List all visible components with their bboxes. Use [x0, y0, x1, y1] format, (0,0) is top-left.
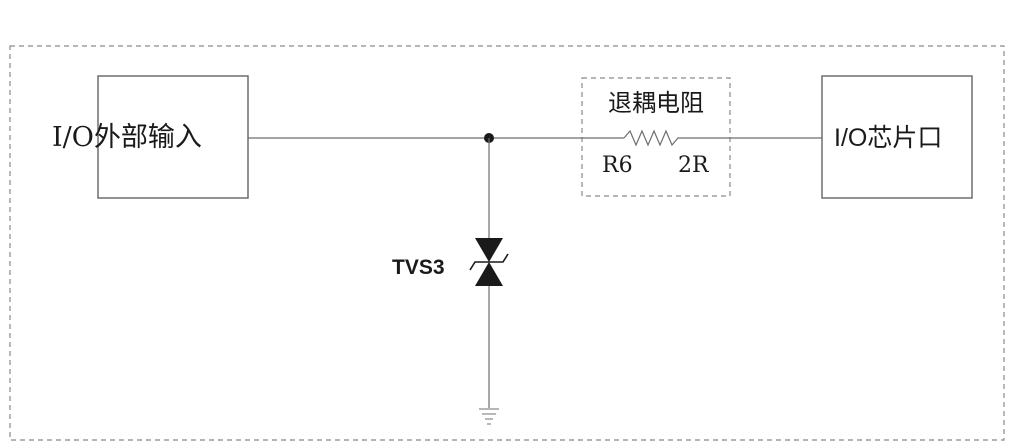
resistor-designator: R6: [602, 153, 633, 178]
tvs-bar: [469, 253, 509, 271]
decoupling-resistor-title: 退耦电阻: [608, 89, 704, 117]
resistor-value: 2R: [678, 153, 709, 178]
decoupling-resistor-group-frame: [581, 77, 731, 197]
input-block-label: I/O外部输入: [52, 122, 202, 153]
input-block-box: [97, 75, 249, 199]
tvs-triangle-bottom: [475, 262, 503, 286]
outer-dashed-frame: [9, 45, 1005, 441]
tvs-triangle-top: [475, 238, 503, 262]
output-block-label: I/O芯片口: [834, 124, 943, 152]
resistor-r6-symbol: [623, 129, 690, 147]
output-block-box: [821, 75, 973, 199]
ground-icon: [479, 408, 499, 425]
tvs-label: TVS3: [392, 256, 445, 279]
